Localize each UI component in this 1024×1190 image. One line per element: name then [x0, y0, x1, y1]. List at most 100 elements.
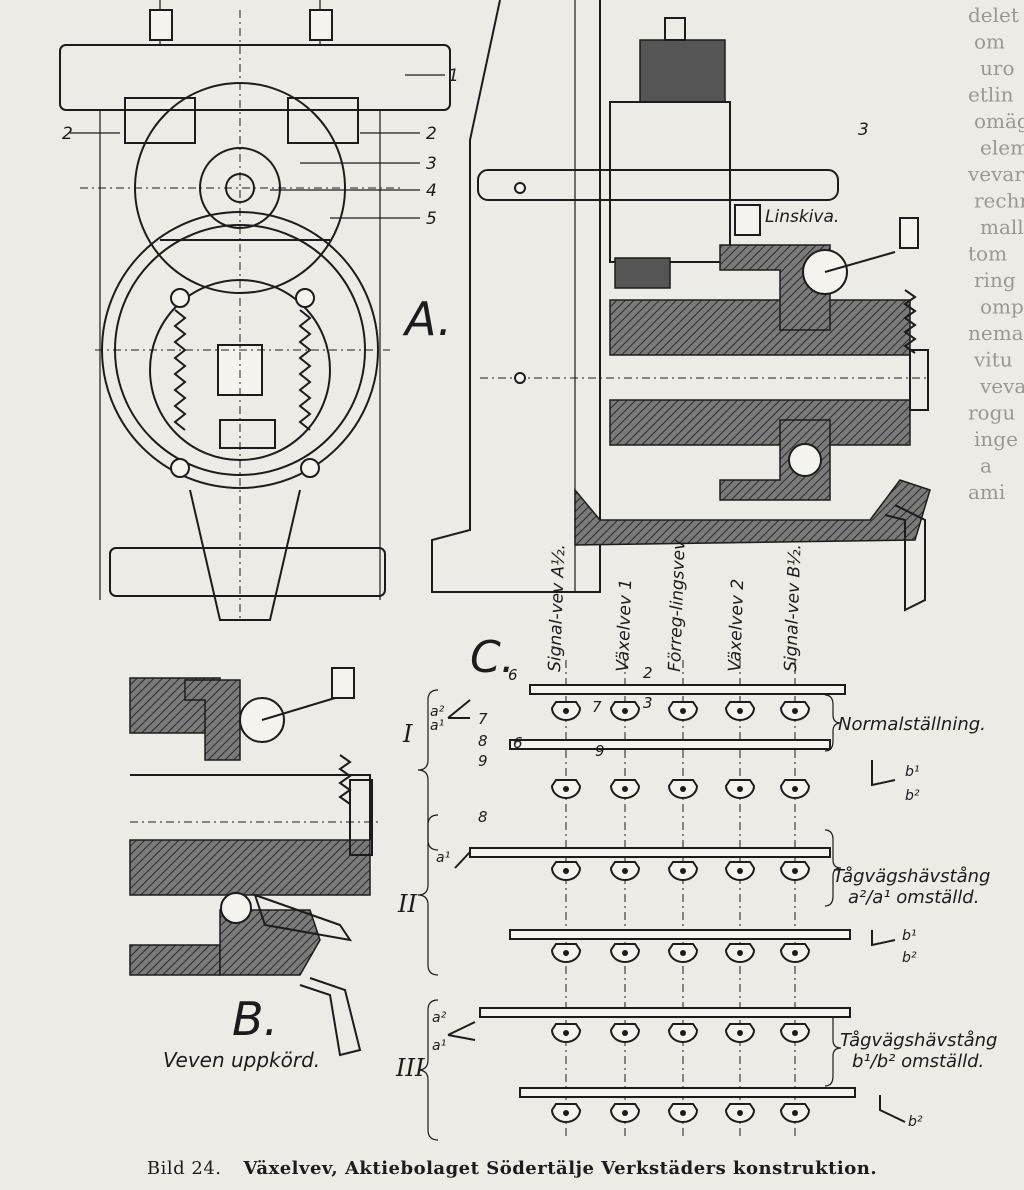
callout-1: 1 — [448, 66, 459, 86]
caption-text: Växelvev, Aktiebolaget Södertälje Verkst… — [243, 1158, 878, 1179]
view-a-front — [59, 0, 451, 621]
crank-symbol — [724, 861, 756, 881]
crank-symbol — [609, 861, 641, 881]
c-callout-6: 6 — [508, 666, 518, 684]
crank-symbol — [667, 943, 699, 963]
right-column-fragment: om — [974, 30, 1005, 54]
pulley-label: Linskiva. — [765, 207, 839, 227]
view-b-labels: B. Veven uppkörd. — [163, 992, 320, 1072]
crank-symbol — [779, 943, 811, 963]
callout-4: 4 — [426, 181, 437, 201]
callout-3-side: 3 — [858, 120, 869, 140]
right-column-fragment: tom — [968, 242, 1007, 266]
right-column-fragment: ring — [974, 268, 1016, 292]
right-column-fragment: malle — [980, 215, 1024, 239]
row-numeral-1: I — [402, 720, 413, 748]
c-callout-7: 7 — [478, 710, 488, 728]
lever-b2-row2: b² — [902, 950, 917, 966]
crank-symbol — [550, 861, 582, 881]
crank-symbol — [724, 1103, 756, 1123]
right-column-fragment: etlin — [968, 83, 1014, 107]
right-column-fragment: rogu — [968, 401, 1015, 425]
c-callout-8: 8 — [478, 732, 488, 750]
right-column-fragment: a — [980, 454, 992, 478]
right-column-fragment: vevar — [967, 162, 1024, 186]
crank-symbol — [550, 779, 582, 799]
figure-caption: Bild 24.Växelvev, Aktiebolaget Södertälj… — [0, 1158, 1024, 1179]
right-column-fragment: delet — [968, 3, 1019, 27]
callout-2-right: 2 — [426, 124, 437, 144]
crank-symbol — [550, 943, 582, 963]
right-column-fragment: nemat — [968, 321, 1024, 345]
crank-symbol — [609, 943, 641, 963]
lever-a1: a¹ — [430, 718, 444, 734]
lever-b1: b¹ — [905, 764, 920, 780]
view-b-caption: Veven uppkörd. — [163, 1048, 320, 1072]
lever-a2-row3: a² — [432, 1010, 447, 1026]
crank-symbol — [550, 701, 582, 721]
technical-drawing: 1 2 2 3 4 5 3 Linskiva. A. B. Veven uppk… — [59, 0, 1024, 1141]
slide-bar — [519, 1087, 856, 1098]
crank-symbol — [724, 943, 756, 963]
crank-symbol — [550, 1023, 582, 1043]
lever-b1-row2: b¹ — [902, 928, 917, 944]
callout-2-left: 2 — [62, 124, 73, 144]
header-vaxelvev-1: Växelvev 1 — [613, 579, 636, 673]
row-numeral-2: II — [397, 890, 417, 918]
c-callout-3: 3 — [643, 694, 653, 712]
crank-symbol — [667, 779, 699, 799]
slide-bar — [479, 1007, 851, 1018]
crank-symbol — [779, 1103, 811, 1123]
state-row-1: Normalställning. — [838, 714, 986, 735]
crank-symbol — [724, 701, 756, 721]
crank-symbol — [667, 1103, 699, 1123]
state-row-3-line1: Tågvägshävstång — [840, 1030, 997, 1051]
view-b-label: B. — [232, 992, 278, 1046]
c-callout-2: 2 — [643, 664, 653, 682]
crank-symbol — [779, 861, 811, 881]
slide-bar — [469, 847, 831, 858]
crank-symbol — [667, 861, 699, 881]
callout-3: 3 — [426, 154, 437, 174]
c-callout-9b: 9 — [595, 742, 605, 760]
c-callout-9: 9 — [478, 752, 488, 770]
lever-b2: b² — [905, 788, 920, 804]
right-column-fragment: rechr — [974, 189, 1024, 213]
state-row-2-line2: a²/a¹ omställd. — [848, 887, 979, 908]
crank-symbol — [667, 1023, 699, 1043]
view-c-diagrams — [417, 660, 906, 1141]
crank-symbol — [609, 701, 641, 721]
view-c-label: C. — [470, 632, 515, 683]
slide-bar — [509, 739, 831, 750]
c-callout-7b: 7 — [592, 698, 602, 716]
view-a-label: A. — [402, 292, 452, 346]
crank-symbol — [609, 1023, 641, 1043]
header-signal-vev-a: Signal-vev A½. — [545, 544, 569, 672]
crank-symbol — [609, 779, 641, 799]
c-callout-6b: 6 — [513, 734, 523, 752]
view-b-section — [129, 667, 380, 1057]
right-column-fragment: uro — [980, 56, 1014, 80]
state-row-2-line1: Tågvägshävstång — [833, 866, 990, 887]
view-a-labels: 1 2 2 3 4 5 3 Linskiva. A. — [62, 66, 869, 346]
crank-symbol — [609, 1103, 641, 1123]
right-column-fragment: inge — [974, 427, 1018, 451]
header-vaxelvev-2: Växelvev 2 — [725, 579, 748, 673]
header-forreglingsvev: Förreg-lingsvev — [665, 539, 690, 673]
crank-symbol — [779, 701, 811, 721]
crank-symbol — [779, 779, 811, 799]
crank-symbol — [724, 779, 756, 799]
right-column-fragment: vitu — [973, 348, 1013, 372]
c-callout-8b: 8 — [478, 808, 488, 826]
crank-symbol — [779, 1023, 811, 1043]
lever-a1-row2: a¹ — [436, 850, 450, 866]
right-column-fragment: veva — [979, 374, 1024, 398]
right-column-fragment: ami — [968, 480, 1005, 504]
slide-bar — [529, 684, 846, 695]
right-column-text-fragments: deletomuroetlinomägelemevevarrechrmallet… — [967, 3, 1024, 504]
state-row-3-line2: b¹/b² omställd. — [852, 1051, 984, 1072]
slide-bar — [509, 929, 851, 940]
side-section-view — [431, 0, 931, 612]
row-numeral-3: III — [395, 1054, 425, 1082]
lever-a1-row3: a¹ — [432, 1038, 446, 1054]
